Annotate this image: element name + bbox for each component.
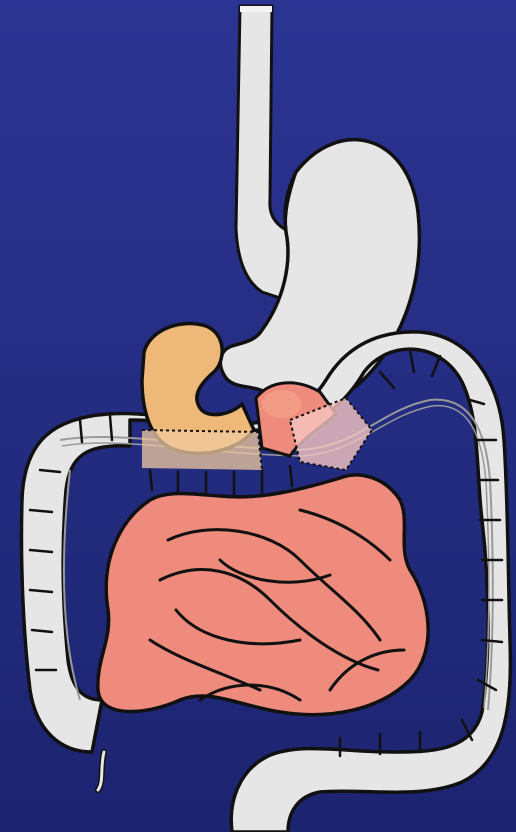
- digestive-system-diagram: [0, 0, 516, 832]
- diagram-canvas: [0, 0, 516, 832]
